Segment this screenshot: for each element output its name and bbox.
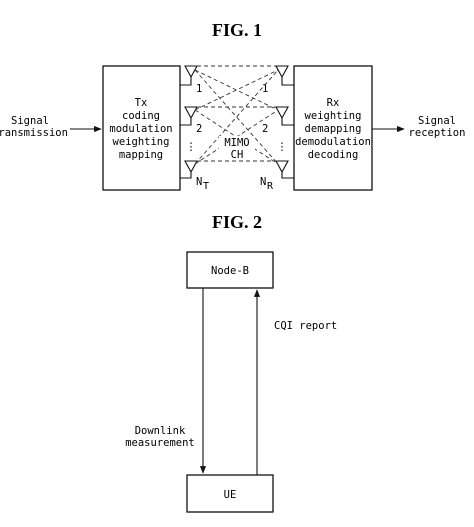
rx-antenna-n-label: N — [260, 176, 266, 188]
tx-antenna-1-feed — [180, 77, 192, 86]
signal-reception-label-1: Signal — [418, 115, 456, 127]
tx-line-weighting: weighting — [113, 136, 170, 148]
tx-box — [102, 65, 181, 191]
mimo-channel-label-2: CH — [231, 149, 244, 161]
rx-antenna-dots: ⋮ — [277, 141, 288, 153]
rx-antenna-1-icon — [275, 65, 289, 79]
rx-antenna-n-icon — [275, 160, 289, 174]
signal-transmission-label-2: transmission — [0, 127, 68, 139]
node-b-box — [186, 251, 274, 289]
rx-antenna-2-feed — [281, 118, 294, 126]
tx-antenna-2-icon — [184, 106, 198, 120]
rx-antenna-1-label: 1 — [262, 83, 268, 95]
tx-antenna-n-label: N — [196, 176, 202, 188]
rx-antenna-2-icon — [275, 106, 289, 120]
tx-antenna-n-subscript: T — [203, 181, 209, 192]
rx-line-weighting: weighting — [305, 110, 362, 122]
signal-transmission-label-1: Signal — [11, 115, 49, 127]
rx-line-decoding: decoding — [308, 149, 359, 161]
cqi-report-label: CQI report — [274, 320, 337, 332]
tx-antenna-1-icon — [184, 65, 198, 79]
rx-box — [293, 65, 373, 191]
tx-title: Tx — [135, 97, 148, 109]
tx-antenna-n-feed — [180, 172, 192, 179]
tx-antenna-2-label: 2 — [196, 123, 202, 135]
tx-line-mapping: mapping — [119, 149, 163, 161]
rx-antenna-1-feed — [281, 77, 294, 86]
downlink-label-1: Downlink — [135, 425, 186, 437]
rx-title: Rx — [327, 97, 340, 109]
ue-box — [186, 474, 274, 513]
tx-line-modulation: modulation — [109, 123, 172, 135]
rx-antenna-n-subscript: R — [267, 181, 274, 192]
ue-label: UE — [224, 489, 237, 501]
signal-reception-label-2: reception — [409, 127, 466, 139]
rx-line-demodulation: demodulation — [295, 136, 371, 148]
tx-antenna-dots: ⋮ — [186, 141, 197, 153]
mimo-channel-label-1: MIMO — [224, 137, 249, 149]
rx-antenna-n-feed — [281, 172, 294, 179]
rx-line-demapping: demapping — [305, 123, 362, 135]
rx-antenna-2-label: 2 — [262, 123, 268, 135]
mimo-label-backdrop — [219, 136, 255, 160]
tx-line-coding: coding — [122, 110, 160, 122]
downlink-label-2: measurement — [125, 437, 195, 449]
tx-antenna-2-feed — [180, 118, 192, 126]
fig2-title: FIG. 2 — [212, 212, 262, 232]
tx-antenna-n-icon — [184, 160, 198, 174]
tx-antenna-1-label: 1 — [196, 83, 202, 95]
fig1-title: FIG. 1 — [212, 20, 262, 40]
node-b-label: Node-B — [211, 265, 249, 277]
